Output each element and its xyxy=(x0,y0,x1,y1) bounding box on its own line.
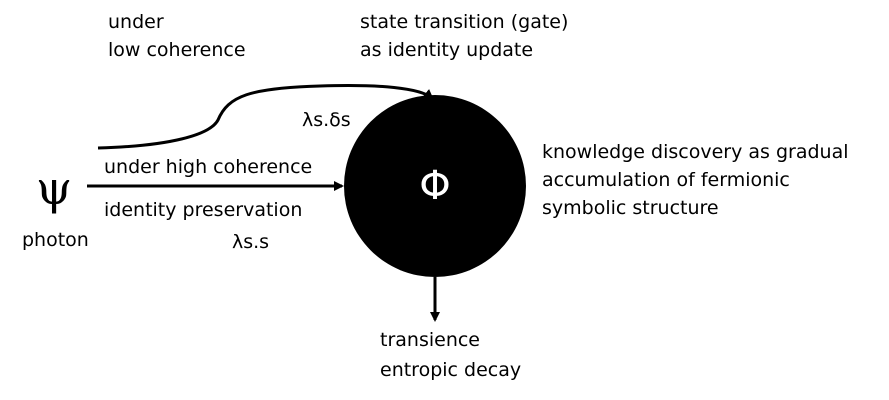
phi-node xyxy=(344,95,526,277)
identity-preservation-label: identity preservation xyxy=(104,199,303,221)
high-coherence-label: under high coherence xyxy=(104,156,313,178)
lambda-identity-label: λs.s xyxy=(232,231,270,253)
phi-symbol: Φ xyxy=(419,163,451,209)
decay-label-1: transience xyxy=(380,329,480,351)
low-coherence-label-1: under xyxy=(108,11,164,33)
gate-label-1: state transition (gate) xyxy=(360,11,569,33)
photon-label: photon xyxy=(22,229,89,251)
knowledge-label-1: knowledge discovery as gradual xyxy=(542,141,849,163)
psi-symbol: ψ xyxy=(36,161,73,215)
knowledge-label-2: accumulation of fermionic xyxy=(542,169,790,191)
gate-label-2: as identity update xyxy=(360,39,534,61)
low-coherence-label-2: low coherence xyxy=(108,39,246,61)
lambda-delta-label: λs.δs xyxy=(302,109,351,131)
decay-label-2: entropic decay xyxy=(380,359,522,381)
low-coherence-curve-arrow xyxy=(97,84,434,150)
knowledge-label-3: symbolic structure xyxy=(542,197,719,219)
